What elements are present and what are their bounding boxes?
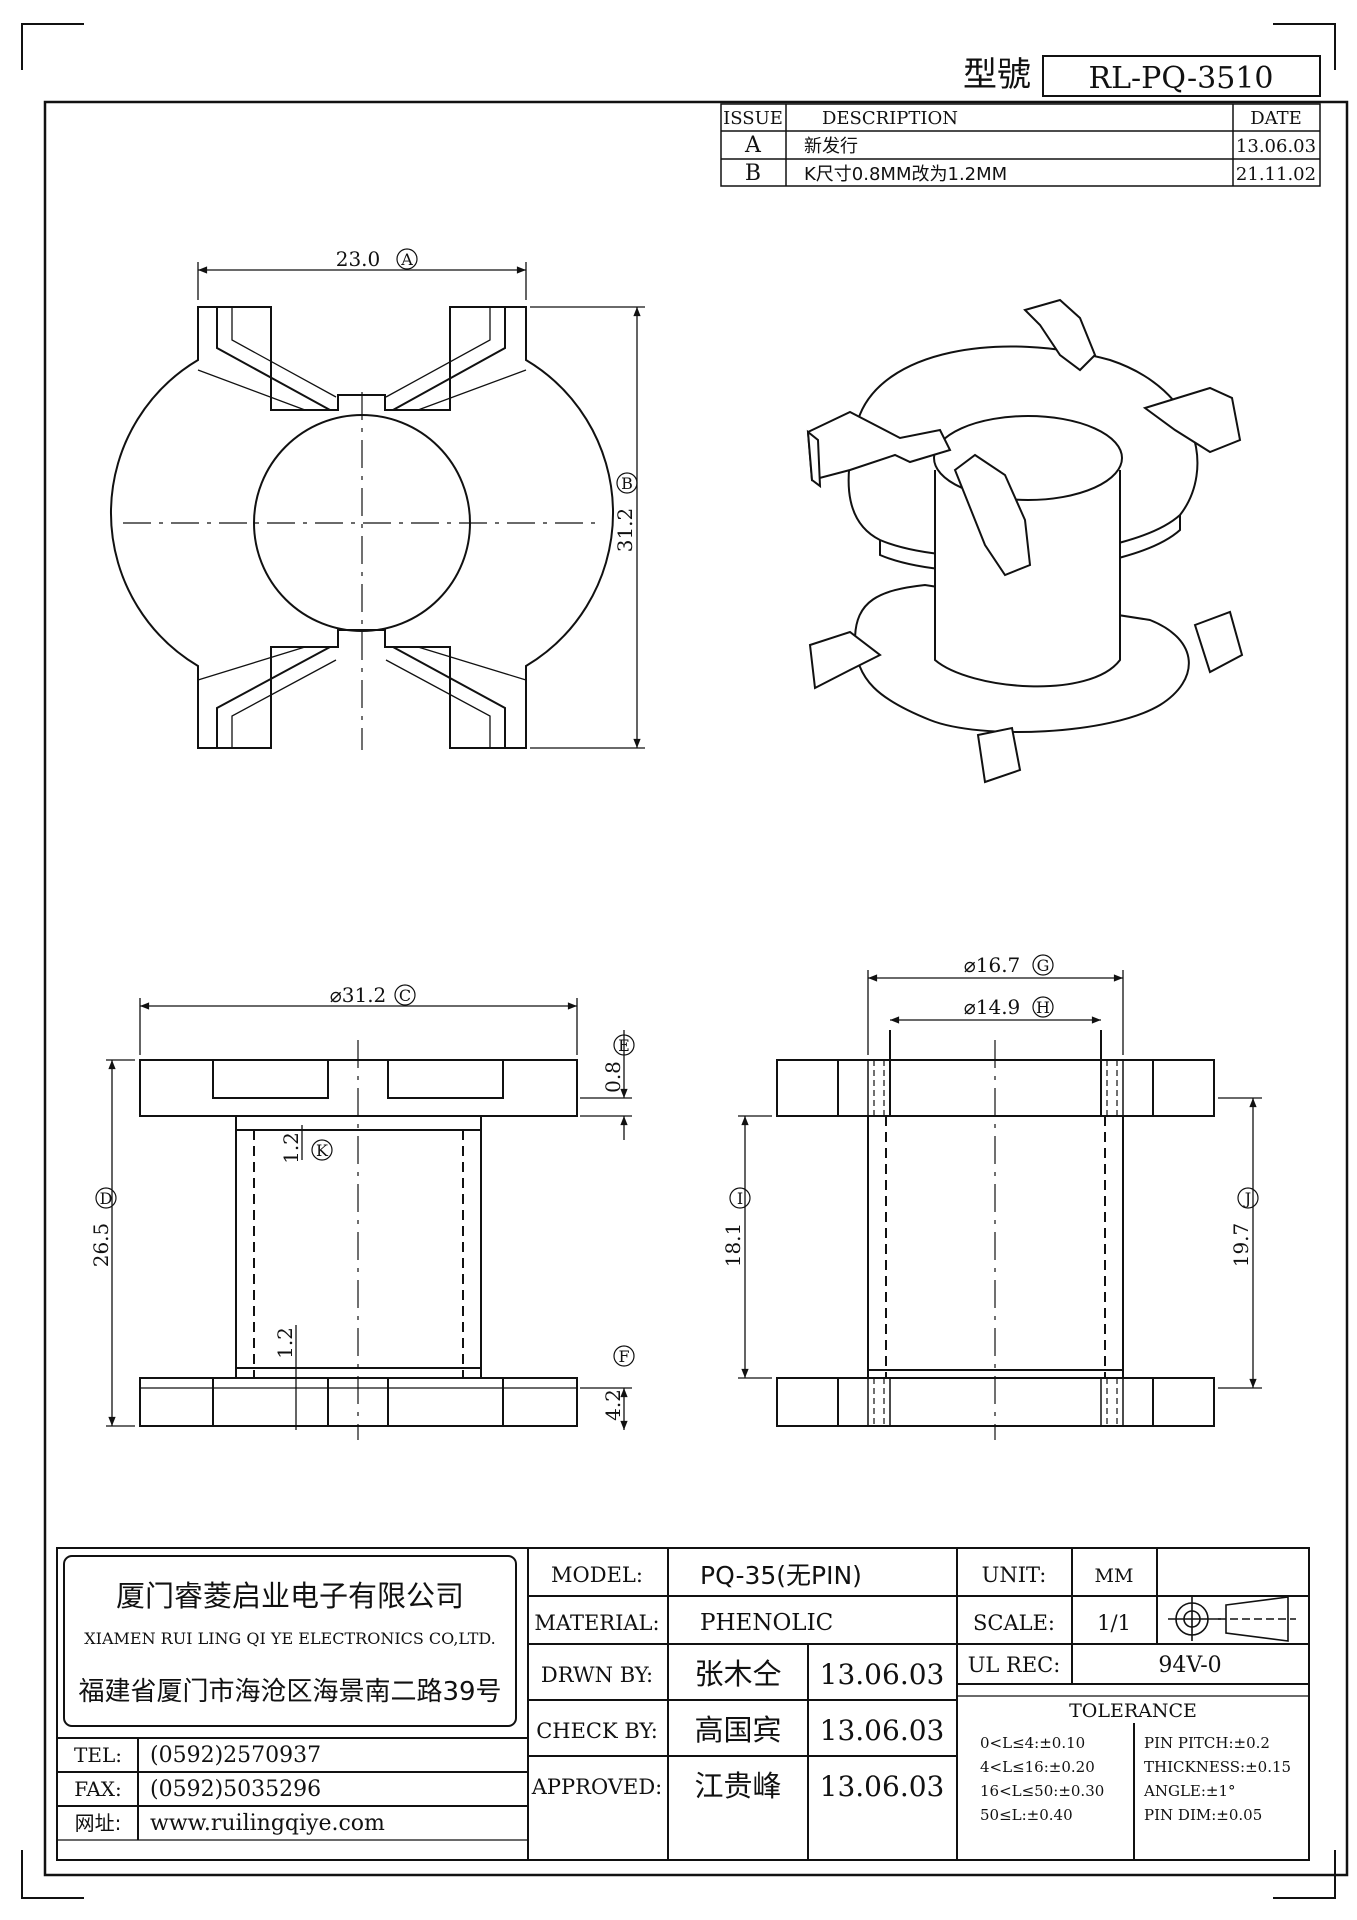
model-number: RL-PQ-3510 (1088, 61, 1273, 96)
side-view (776, 1030, 1215, 1440)
scale-label: SCALE: (973, 1611, 1055, 1635)
corner-marks (21, 23, 1336, 1899)
front-view (139, 1040, 578, 1440)
material-field-value: PHENOLIC (700, 1610, 833, 1636)
side-view-dimensions (738, 970, 1262, 1389)
approved-by: 江贵峰 (694, 1769, 781, 1803)
dim-d-value: 26.5 (89, 1223, 113, 1268)
dim-h-value: ⌀14.9 (964, 995, 1021, 1019)
dim-e-tag: E (618, 1036, 630, 1055)
company-name-cn: 厦门睿菱启业电子有限公司 (116, 1579, 464, 1613)
dim-i-value: 18.1 (721, 1223, 745, 1268)
dim-k-tag: K (316, 1141, 329, 1160)
tel-value: (0592)2570937 (150, 1743, 321, 1768)
model-field-value: PQ-35(无PIN) (700, 1561, 862, 1590)
dim-d-tag: D (100, 1189, 113, 1208)
revision-issue: B (745, 161, 761, 186)
dim-f-value: 4.2 (601, 1389, 625, 1421)
tolerance-title: TOLERANCE (1069, 1700, 1197, 1722)
isometric-view (806, 298, 1244, 784)
revision-date: 13.06.03 (1236, 136, 1316, 157)
dim-b-tag: B (621, 474, 633, 493)
revision-description: K尺寸0.8MM改为1.2MM (804, 164, 1007, 185)
dim-g-value: ⌀16.7 (964, 953, 1021, 977)
dim-c-tag: C (399, 986, 411, 1005)
material-field-label: MATERIAL: (534, 1611, 659, 1635)
tolerance-length: 0<L≤4:±0.10 (980, 1734, 1085, 1752)
revision-header-date: DATE (1250, 108, 1302, 129)
approved-label: APPROVED: (531, 1775, 663, 1799)
top-view (109, 306, 615, 750)
dim-i-tag: I (737, 1189, 743, 1208)
model-header: 型號 RL-PQ-3510 (963, 55, 1321, 97)
model-label: 型號 (963, 55, 1031, 95)
revision-description: 新发行 (804, 136, 858, 157)
dim-j-value: 19.7 (1229, 1223, 1253, 1268)
revision-header-issue: ISSUE (723, 108, 783, 129)
dim-e-value: 0.8 (601, 1061, 625, 1093)
web-label: 网址: (75, 1811, 122, 1835)
drawn-by: 张木仝 (694, 1657, 781, 1691)
dim-k2-value: 1.2 (273, 1327, 297, 1359)
check-label: CHECK BY: (536, 1719, 658, 1743)
tolerance-other: THICKNESS:±0.15 (1144, 1758, 1291, 1776)
tel-label: TEL: (74, 1743, 122, 1767)
fax-label: FAX: (74, 1777, 122, 1801)
dim-g-tag: G (1037, 956, 1050, 975)
tolerance-length: 4<L≤16:±0.20 (980, 1758, 1095, 1776)
tolerance-other: PIN DIM:±0.05 (1144, 1806, 1262, 1824)
fax-value: (0592)5035296 (150, 1777, 321, 1802)
ul-label: UL REC: (968, 1653, 1061, 1677)
unit-value: MM (1095, 1565, 1134, 1587)
scale-value: 1/1 (1097, 1611, 1131, 1635)
tolerance-length: 16<L≤50:±0.30 (980, 1782, 1104, 1800)
dim-a-value: 23.0 (336, 247, 381, 271)
ul-value: 94V-0 (1158, 1653, 1221, 1678)
company-name-en: XIAMEN RUI LING QI YE ELECTRONICS CO,LTD… (84, 1629, 496, 1648)
revision-header-description: DESCRIPTION (822, 108, 958, 129)
company-address: 福建省厦门市海沧区海景南二路39号 (78, 1677, 501, 1707)
web-value: www.ruilingqiye.com (150, 1811, 385, 1836)
border-frame (43, 100, 1349, 1877)
revision-issue: A (744, 133, 762, 158)
title-block-frame (56, 1547, 1310, 1861)
dim-c-value: ⌀31.2 (330, 983, 387, 1007)
dim-a-tag: A (400, 250, 413, 269)
projection-symbol (1168, 1596, 1296, 1642)
dim-j-tag: J (1243, 1189, 1251, 1208)
revision-date: 21.11.02 (1236, 164, 1316, 185)
tolerance-length: 50≤L:±0.40 (980, 1806, 1073, 1824)
drawn-label: DRWN BY: (541, 1663, 653, 1687)
check-date: 13.06.03 (820, 1714, 945, 1747)
dim-h-tag: H (1036, 998, 1050, 1017)
dim-k-value: 1.2 (279, 1132, 303, 1164)
check-by: 高国宾 (694, 1713, 781, 1747)
tolerance-other: ANGLE:±1° (1143, 1782, 1236, 1800)
tolerance-other: PIN PITCH:±0.2 (1144, 1734, 1270, 1752)
revision-table (720, 103, 1321, 187)
unit-label: UNIT: (982, 1563, 1047, 1587)
top-view-dimensions (197, 262, 645, 749)
approved-date: 13.06.03 (820, 1770, 945, 1803)
front-view-dimensions (106, 998, 632, 1430)
drawn-date: 13.06.03 (820, 1658, 945, 1691)
model-field-label: MODEL: (551, 1563, 643, 1587)
dim-b-value: 31.2 (613, 508, 637, 553)
dim-f-tag: F (618, 1347, 629, 1366)
